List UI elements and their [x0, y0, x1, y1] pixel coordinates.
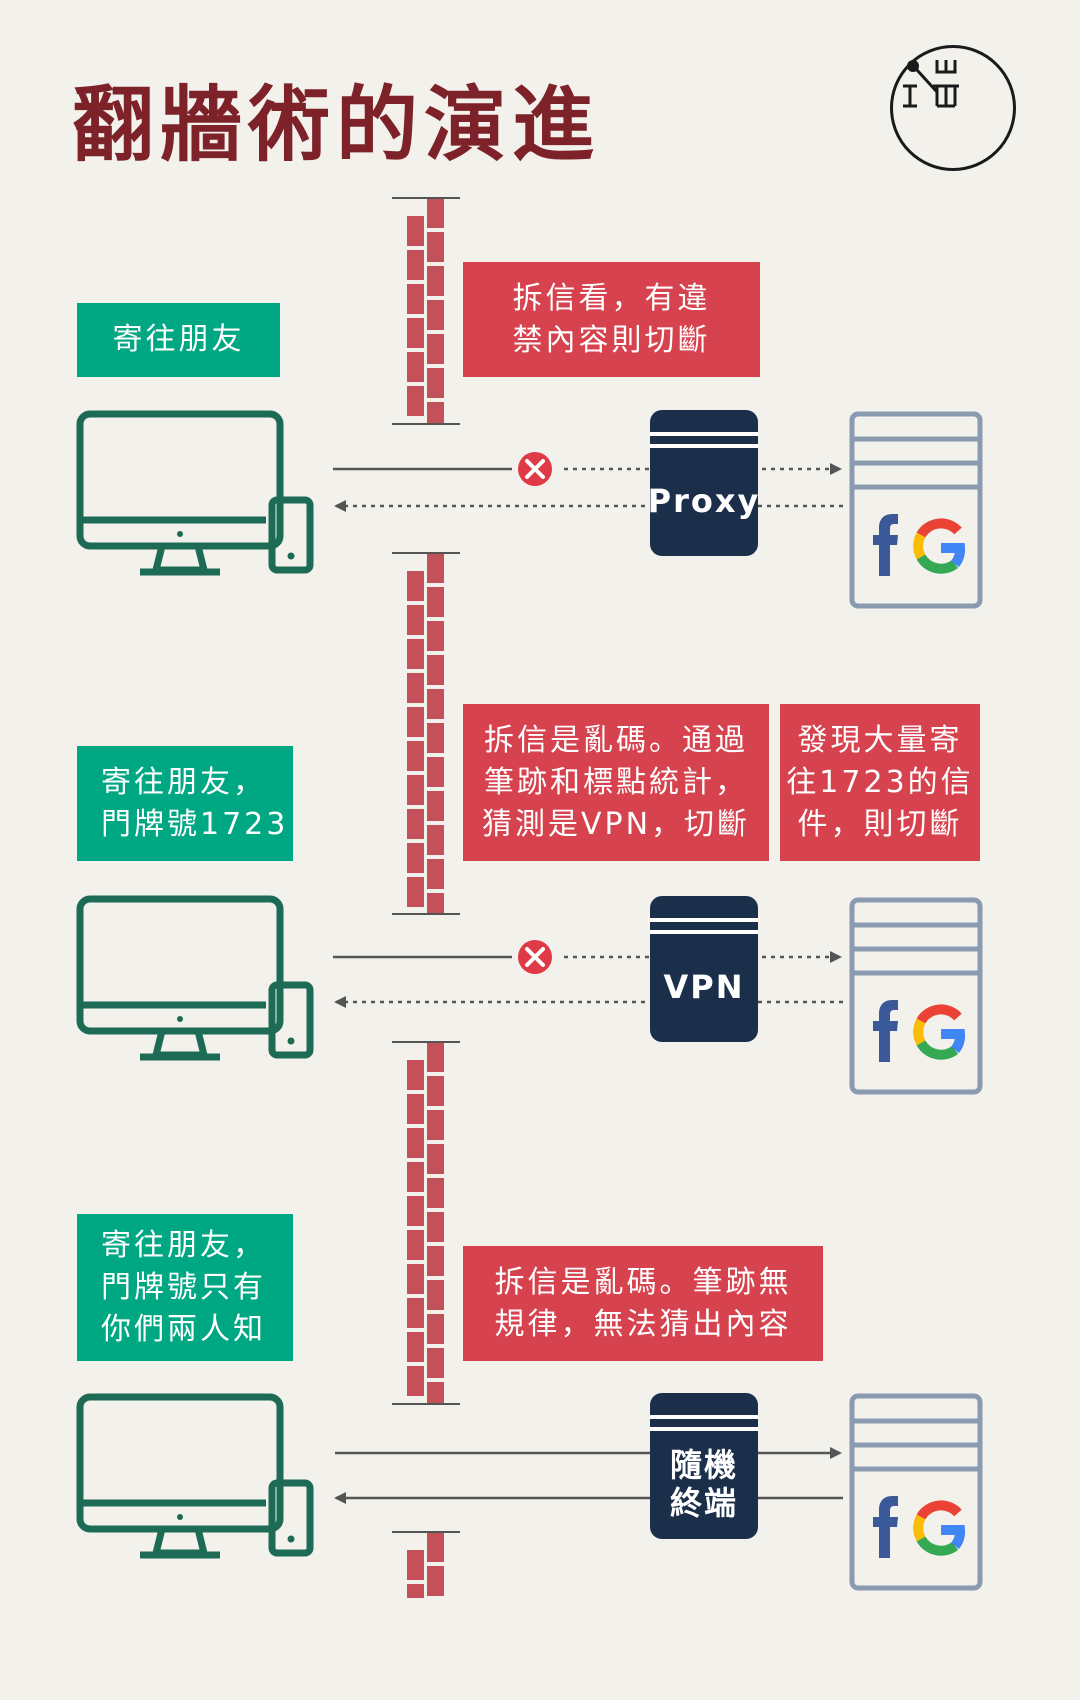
- x-circle-icon: [518, 940, 552, 974]
- random-endpoint-server: 隨機 終端: [650, 1393, 758, 1539]
- wall-brick: [407, 1298, 424, 1328]
- proxy-server: Proxy: [650, 410, 758, 556]
- wall-brick: [407, 284, 424, 314]
- server-label: 隨機 終端: [669, 1446, 738, 1522]
- wall-brick: [427, 689, 444, 719]
- initium-logo-icon: [903, 60, 959, 108]
- wall-brick: [427, 1314, 444, 1344]
- section-3-note: 拆信是亂碼。筆跡無 規律，無法猜出內容: [463, 1246, 823, 1361]
- section-2-note-1: 拆信是亂碼。通過 筆跡和標點統計， 猜測是VPN，切斷: [463, 704, 769, 861]
- x-circle-icon: [518, 452, 552, 486]
- wall-brick: [427, 791, 444, 821]
- wall-brick: [427, 1566, 444, 1596]
- wall-brick: [427, 1280, 444, 1310]
- destination-site-3: [849, 1393, 983, 1591]
- wall-brick: [407, 571, 424, 601]
- wall-brick: [407, 352, 424, 382]
- wall-brick: [427, 1212, 444, 1242]
- wall-brick: [407, 1366, 424, 1396]
- wall-brick: [407, 1094, 424, 1124]
- wall-brick: [407, 1060, 424, 1090]
- wall-brick: [427, 1382, 444, 1404]
- client-device-2: [76, 895, 314, 1061]
- monitor-phone-icon: [76, 410, 314, 576]
- section-1-label: 寄往朋友: [77, 303, 280, 377]
- wall-brick: [407, 605, 424, 635]
- wall-brick: [407, 216, 424, 246]
- wall-brick: [427, 757, 444, 787]
- wall-brick: [407, 1230, 424, 1260]
- wall-brick: [407, 1162, 424, 1192]
- wall-brick: [407, 1264, 424, 1294]
- wall-brick: [407, 673, 424, 703]
- wall-brick: [407, 386, 424, 416]
- wall-brick: [427, 1076, 444, 1106]
- wall-brick: [407, 1550, 424, 1580]
- monitor-phone-icon: [76, 1393, 314, 1559]
- monitor-phone-icon: [76, 895, 314, 1061]
- wall-brick: [427, 402, 444, 424]
- client-device-1: [76, 410, 314, 576]
- wall-brick: [427, 587, 444, 617]
- wall-brick: [427, 859, 444, 889]
- server-label: VPN: [663, 968, 745, 1006]
- wall-brick: [427, 655, 444, 685]
- wall-brick: [427, 621, 444, 651]
- wall-brick: [427, 1246, 444, 1276]
- wall-brick: [407, 1196, 424, 1226]
- wall-brick: [427, 266, 444, 296]
- wall-brick: [407, 877, 424, 907]
- wall-brick: [427, 300, 444, 330]
- section-3-label: 寄往朋友， 門牌號只有 你們兩人知: [77, 1214, 293, 1361]
- wall-brick: [407, 775, 424, 805]
- facebook-google-icon: [873, 514, 966, 576]
- server-label: Proxy: [650, 482, 758, 520]
- wall-brick: [407, 639, 424, 669]
- section-2-label: 寄往朋友， 門牌號1723: [77, 746, 293, 861]
- client-device-3: [76, 1393, 314, 1559]
- page-title: 翻牆術的演進: [72, 77, 601, 173]
- wall-brick: [407, 843, 424, 873]
- wall-brick: [427, 1348, 444, 1378]
- facebook-google-icon: [873, 1496, 966, 1558]
- logo: [890, 45, 1016, 171]
- wall-brick: [427, 1110, 444, 1140]
- section-2-note-2: 發現大量寄 往1723的信 件，則切斷: [780, 704, 980, 861]
- wall-brick: [427, 198, 444, 228]
- wall-brick: [427, 893, 444, 914]
- facebook-google-icon: [873, 1000, 966, 1062]
- wall-brick: [407, 741, 424, 771]
- wall-brick: [427, 553, 444, 583]
- wall-brick: [427, 1532, 444, 1562]
- vpn-server: VPN: [650, 896, 758, 1042]
- wall-brick: [427, 334, 444, 364]
- wall-brick: [427, 368, 444, 398]
- wall-brick: [407, 1332, 424, 1362]
- wall-brick: [427, 723, 444, 753]
- wall-brick: [407, 1128, 424, 1158]
- section-1-note: 拆信看，有違 禁內容則切斷: [463, 262, 760, 377]
- wall-brick: [407, 809, 424, 839]
- destination-site-2: [849, 897, 983, 1095]
- wall-brick: [427, 1042, 444, 1072]
- wall-brick: [407, 250, 424, 280]
- wall-brick: [427, 1144, 444, 1174]
- wall-brick: [407, 707, 424, 737]
- wall-brick: [407, 1584, 424, 1598]
- wall-brick: [427, 825, 444, 855]
- destination-site-1: [849, 411, 983, 609]
- wall-brick: [427, 1178, 444, 1208]
- wall-brick: [407, 318, 424, 348]
- wall-brick: [427, 232, 444, 262]
